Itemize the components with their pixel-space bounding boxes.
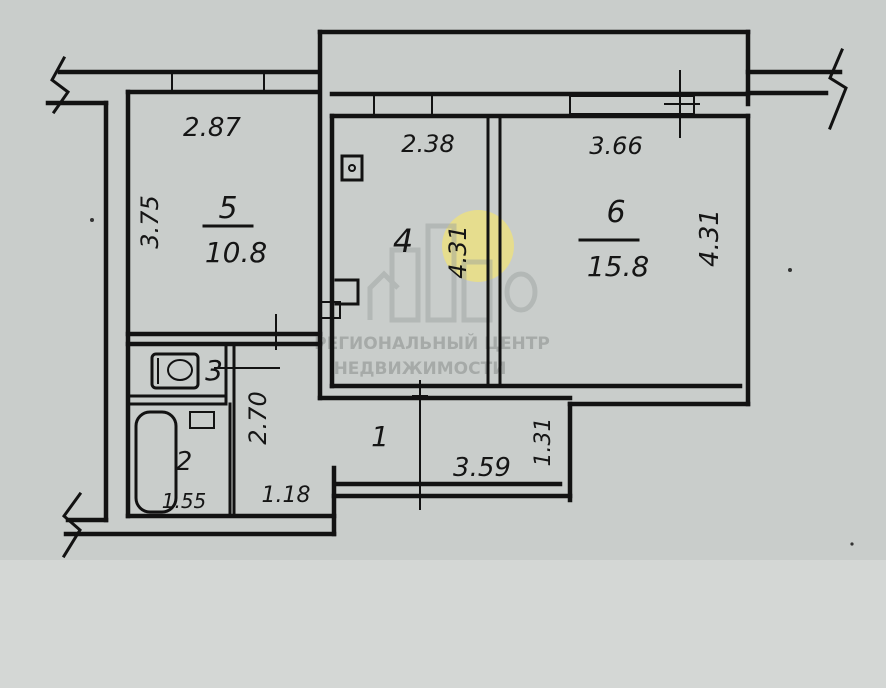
washbasin-icon — [189, 411, 215, 429]
watermark: РЕГИОНАЛЬНЫЙ ЦЕНТР НЕДВИЖИМОСТИ — [314, 210, 550, 379]
kitchen-sink-icon — [334, 278, 360, 306]
dim-bath-width: 1.55 — [162, 489, 207, 513]
dim-room5-height: 3.75 — [136, 195, 164, 248]
fixtures — [134, 154, 364, 514]
walls — [45, 29, 843, 537]
dimension-lines — [214, 70, 700, 510]
room-3-number: 3 — [205, 354, 223, 387]
dim-room4-width: 2.38 — [401, 130, 454, 158]
room-2-number: 2 — [176, 447, 193, 477]
room-5-number: 5 — [218, 191, 237, 226]
room-1-number: 1 — [371, 420, 389, 453]
dim-room5-width: 2.87 — [183, 113, 241, 143]
room-5-area: 10.8 — [205, 236, 267, 269]
bathtub-icon — [134, 410, 178, 514]
dim-room6-height: 4.31 — [695, 209, 725, 267]
room-labels: 5 10.8 4 6 15.8 3 2 1 — [176, 191, 649, 477]
paper-specks — [90, 218, 854, 546]
break-marks — [50, 48, 848, 559]
room-6-number: 6 — [606, 195, 625, 230]
dimension-labels: 2.87 3.75 2.38 4.31 3.66 4.31 2.70 3.59 … — [136, 113, 725, 513]
dim-hall-width: 3.59 — [453, 453, 511, 483]
stove-icon — [340, 154, 364, 182]
watermark-line1: РЕГИОНАЛЬНЫЙ ЦЕНТР — [314, 332, 550, 354]
paper-shadow — [0, 560, 886, 688]
toilet-icon — [150, 352, 200, 390]
dim-corridor-width: 1.18 — [262, 483, 311, 508]
room-4-number: 4 — [393, 222, 413, 260]
dim-hall-depth: 1.31 — [531, 418, 556, 467]
dim-room6-width: 3.66 — [589, 132, 642, 160]
watermark-sun — [442, 210, 514, 282]
dim-room4-height: 4.31 — [444, 225, 472, 278]
room-6-area: 15.8 — [587, 250, 649, 283]
dim-hall-height: 2.70 — [244, 391, 272, 444]
watermark-line2: НЕДВИЖИМОСТИ — [334, 359, 507, 379]
